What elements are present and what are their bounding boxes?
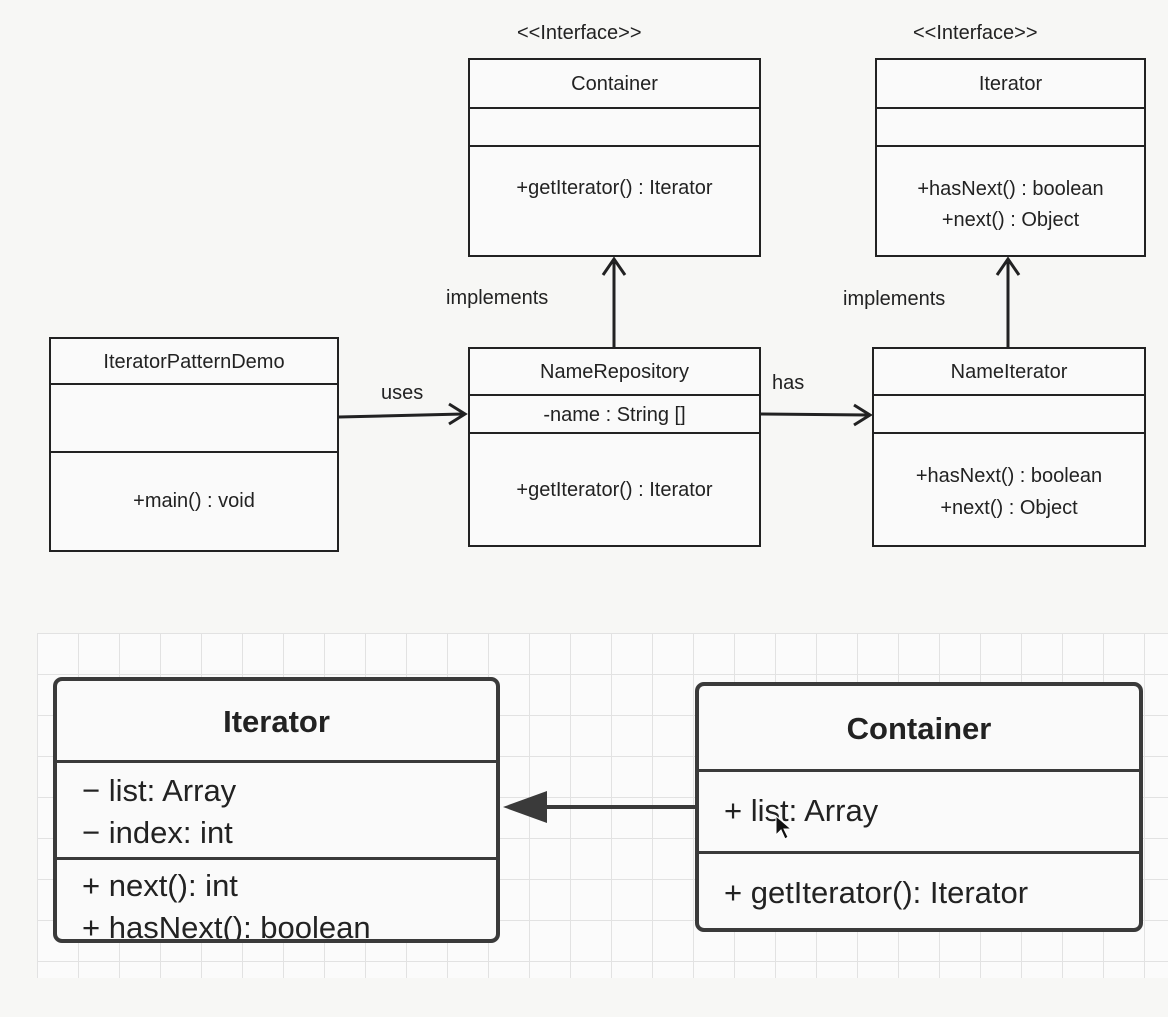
uses-label: uses xyxy=(381,382,424,404)
bottom-iterator-attr-list: − list: Array xyxy=(82,773,237,808)
implements-arrowhead-container xyxy=(601,256,627,276)
iterator-attributes xyxy=(877,109,1144,147)
demo-methods: +main() : void xyxy=(51,453,337,549)
bottom-iterator-attributes: − list: Array − index: int xyxy=(57,763,496,860)
container-interface-box: Container +getIterator() : Iterator xyxy=(468,58,761,257)
bottom-container-name: Container xyxy=(699,686,1139,772)
bottom-container-method-getiterator: + getIterator(): Iterator xyxy=(724,875,1029,910)
implements-label-container: implements xyxy=(446,287,549,309)
name-repository-attributes: -name : String [] xyxy=(470,396,759,434)
bottom-relations-svg xyxy=(503,791,793,840)
implements-label-iterator: implements xyxy=(843,288,946,310)
uses-arrowhead xyxy=(448,402,468,426)
bottom-iterator-attr-index: − index: int xyxy=(82,815,233,850)
bottom-container-box: Container + list: Array + getIterator():… xyxy=(695,682,1143,932)
iterator-interface-box: Iterator +hasNext() : boolean +next() : … xyxy=(875,58,1146,257)
container-name: Container xyxy=(470,60,759,109)
container-method: +getIterator() : Iterator xyxy=(516,177,713,199)
name-repository-box: NameRepository -name : String [] +getIte… xyxy=(468,347,761,547)
has-arrow xyxy=(760,412,869,417)
iterator-method-hasnext: +hasNext() : boolean xyxy=(917,178,1104,200)
bottom-container-attributes: + list: Array xyxy=(699,772,1139,854)
bottom-container-methods: + getIterator(): Iterator xyxy=(699,854,1139,928)
bottom-iterator-method-next: + next(): int xyxy=(82,868,238,903)
iterator-method-next: +next() : Object xyxy=(941,209,1080,231)
name-repository-methods: +getIterator() : Iterator xyxy=(470,434,759,544)
iterator-name: Iterator xyxy=(877,60,1144,109)
bottom-iterator-name: Iterator xyxy=(57,681,496,763)
mouse-cursor-icon xyxy=(775,814,793,840)
name-iterator-method-next: +next() : Object xyxy=(940,497,1078,519)
bottom-iterator-method-hasnext: + hasNext(): boolean xyxy=(82,910,371,943)
demo-method-main: +main() : void xyxy=(133,490,255,512)
name-repository-method: +getIterator() : Iterator xyxy=(516,479,713,501)
implements-arrowhead-iterator xyxy=(995,256,1021,276)
container-methods: +getIterator() : Iterator xyxy=(470,147,759,254)
iterator-methods: +hasNext() : boolean +next() : Object xyxy=(877,147,1144,254)
has-arrowhead xyxy=(853,403,873,427)
top-relations-svg xyxy=(338,256,1021,427)
demo-attributes xyxy=(51,385,337,453)
name-iterator-name: NameIterator xyxy=(874,349,1144,396)
bottom-iterator-methods: + next(): int + hasNext(): boolean xyxy=(57,860,496,943)
demo-name: IteratorPatternDemo xyxy=(51,339,337,385)
name-iterator-box: NameIterator +hasNext() : boolean +next(… xyxy=(872,347,1146,547)
bottom-iterator-box: Iterator − list: Array − index: int + ne… xyxy=(53,677,500,943)
container-stereotype: <<Interface>> xyxy=(517,22,642,44)
name-iterator-attributes xyxy=(874,396,1144,434)
name-iterator-method-hasnext: +hasNext() : boolean xyxy=(915,465,1103,487)
name-repository-name: NameRepository xyxy=(470,349,759,396)
iterator-stereotype: <<Interface>> xyxy=(913,22,1038,44)
container-attributes xyxy=(470,109,759,147)
name-iterator-methods: +hasNext() : boolean +next() : Object xyxy=(874,434,1144,544)
iterator-pattern-demo-box: IteratorPatternDemo +main() : void xyxy=(49,337,339,552)
uses-arrow xyxy=(338,412,464,419)
association-arrowhead xyxy=(503,791,547,823)
bottom-container-attr-list: + list: Array xyxy=(724,793,879,828)
has-label: has xyxy=(772,372,805,394)
name-repository-attribute: -name : String [] xyxy=(543,404,686,426)
